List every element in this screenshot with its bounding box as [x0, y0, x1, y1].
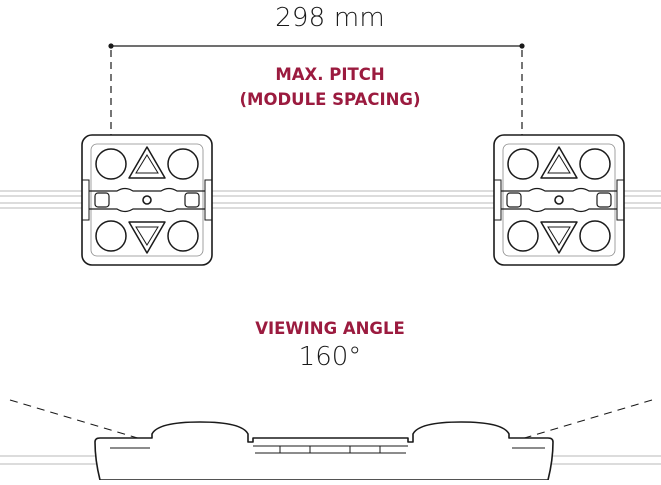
- viewing-angle-value: 160°: [298, 342, 362, 372]
- pitch-caption-line2: (MODULE SPACING): [239, 90, 421, 109]
- module-side-profile: [0, 421, 661, 481]
- viewing-angle-lines: [9, 399, 653, 457]
- pitch-value: 298 mm: [275, 3, 385, 33]
- led-module-left: [81, 134, 213, 266]
- pitch-caption: MAX. PITCH (MODULE SPACING): [180, 62, 480, 112]
- pitch-caption-line1: MAX. PITCH: [275, 65, 385, 84]
- viewing-angle-caption: VIEWING ANGLE: [255, 319, 405, 338]
- led-module-right: [493, 134, 625, 266]
